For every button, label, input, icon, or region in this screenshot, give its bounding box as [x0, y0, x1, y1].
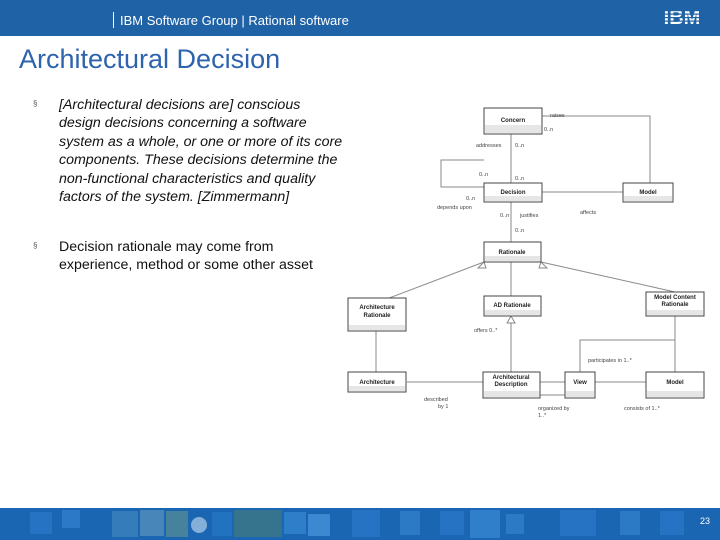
diagram-label-architecture-rationale-1: Architecture [359, 305, 395, 311]
header-bar: IBM Software Group | Rational software I… [0, 0, 720, 36]
label-mult-raises: 0..n [544, 127, 553, 133]
bullet-text-definition: [Architectural decisions are] conscious … [59, 97, 343, 206]
label-addresses: addresses [476, 143, 502, 149]
label-raises: raises [550, 113, 565, 119]
label-mult-justifies-top: 0..n [500, 213, 509, 219]
diagram-label-model-content-1: Model Content [654, 295, 696, 301]
label-organized-2: 1..* [538, 413, 547, 419]
bullet-marker: § [33, 99, 38, 108]
page-number: 23 [699, 516, 710, 526]
label-mult-self-top: 0..n [479, 172, 488, 178]
diagram-label-ad-rationale: AD Rationale [493, 303, 531, 309]
label-affects: affects [580, 210, 596, 216]
architectural-decision-diagram: Concern Decision Model Rationale Archite… [347, 107, 705, 419]
diagram-label-model-content-2: Rationale [661, 302, 689, 308]
diagram-label-rationale: Rationale [498, 250, 526, 256]
footer-image-strip [0, 508, 720, 540]
diagram-label-view: View [573, 380, 587, 386]
diagram-label-architecture: Architecture [359, 380, 395, 386]
bullet-marker: § [33, 241, 38, 250]
slide-title: Architectural Decision [19, 44, 281, 74]
diagram-label-architecture-rationale-2: Rationale [363, 313, 391, 319]
label-described-2: by 1 [438, 404, 448, 410]
label-described-1: described [424, 397, 448, 403]
diagram-label-model-top: Model [639, 190, 657, 196]
label-offers: offers 0..* [474, 328, 498, 334]
label-depends-upon: depends upon [437, 205, 472, 211]
diagram-label-concern: Concern [501, 118, 526, 124]
diagram-label-decision: Decision [500, 190, 525, 196]
label-participates: participates in 1..* [588, 358, 633, 364]
ibm-logo: IBM [656, 7, 708, 28]
header-org-text: IBM Software Group | Rational software [120, 13, 349, 28]
label-justifies: justifies [519, 213, 539, 219]
footer-bar [0, 508, 720, 540]
label-organized-1: organized by [538, 406, 570, 412]
label-mult-self-bottom: 0..n [466, 196, 475, 202]
header-divider [113, 12, 114, 28]
label-mult-addresses: 0..n [515, 143, 524, 149]
label-mult-justifies-bottom: 0..n [515, 228, 524, 234]
diagram-label-arch-desc-1: Architectural [492, 375, 529, 381]
diagram-label-model-bottom: Model [666, 380, 684, 386]
diagram-label-arch-desc-2: Description [494, 382, 527, 388]
label-mult-decision-concern: 0..n [515, 176, 524, 182]
bullet-text-rationale: Decision rationale may come from experie… [59, 239, 313, 274]
label-consists-of: consists of 1..* [624, 406, 661, 412]
